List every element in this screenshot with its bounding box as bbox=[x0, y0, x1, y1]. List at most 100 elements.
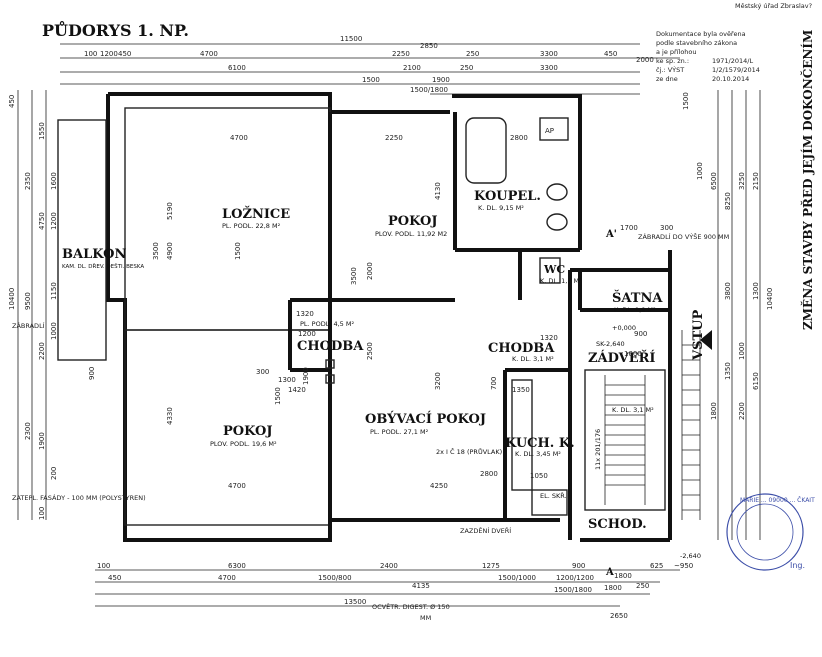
inner-dim-10: 4700 bbox=[228, 482, 246, 490]
dim-left-14: 200 bbox=[50, 467, 58, 480]
side-note: ZMĚNA STAVBY PŘED JEJÍM DOKONČENÍM bbox=[799, 30, 815, 330]
inner-dim-28: 700 bbox=[490, 377, 498, 390]
inner-dim-20: 1320 bbox=[540, 334, 558, 342]
dim-bottom-r3-1: 1500/1800 bbox=[554, 586, 592, 594]
walls bbox=[106, 92, 672, 542]
inner-dim-24: 1000 bbox=[624, 350, 642, 358]
room-pokoj-2-area: PLOV. PODL. 19,6 M² bbox=[210, 440, 277, 448]
room-pokoj-2: POKOJ bbox=[223, 424, 273, 439]
dim-top-r3-2: 2100 bbox=[403, 64, 421, 72]
dim-bottom-6: 1800 bbox=[614, 572, 632, 580]
stamp-line-6: ze dne bbox=[656, 75, 678, 83]
inner-dim-21: 1500 bbox=[234, 242, 242, 260]
inner-dim-11: 1700 bbox=[620, 224, 638, 232]
stamp-line-4: ke sp. zn.: bbox=[656, 57, 689, 65]
dim-right-4: 8250 bbox=[724, 192, 732, 210]
inner-dim-7: 3200 bbox=[434, 372, 442, 390]
inner-dim-6: 2500 bbox=[366, 342, 374, 360]
dim-bottom-r3-2: 1800 bbox=[604, 584, 622, 592]
dim-top-overall: 11500 bbox=[340, 35, 362, 43]
beam-note: 2x I Č 18 (PRŮVLAK) bbox=[436, 447, 502, 456]
dim-left-7: 10400 bbox=[8, 288, 16, 310]
dim-right-5: 6500 bbox=[710, 172, 718, 190]
stair-label: 11x 201/176 bbox=[594, 429, 602, 470]
room-satna-area: K. DL. 1,9 M² bbox=[614, 306, 656, 314]
facade-note: ZATEPL. FASÁDY - 100 MM (POLYSTYREN) bbox=[12, 493, 146, 502]
room-balkon-area: KAM. DL. DŘEV. DEŠTI. BESKA bbox=[62, 262, 144, 270]
dim-right-8: 1350 bbox=[724, 362, 732, 380]
section-mark-top: A' bbox=[605, 229, 617, 240]
level-a: +0,000 bbox=[612, 324, 636, 332]
stamp-line-2: podle stavebního zákona bbox=[656, 39, 737, 47]
room-zadveri: ZÁDVEŘÍ bbox=[588, 350, 656, 366]
dim-left-4: 4750 bbox=[38, 212, 46, 230]
room-vstup: VSTUP bbox=[691, 310, 706, 361]
inner-dim-3: 2800 bbox=[510, 134, 528, 142]
dim-top-r5-1: 1500/1800 bbox=[410, 86, 448, 94]
dim-left-12: 1900 bbox=[38, 432, 46, 450]
vent-square-1 bbox=[325, 359, 335, 369]
dim-bottom-7: 625 bbox=[650, 562, 663, 570]
ap-label: AP bbox=[545, 127, 554, 135]
level-b: SK-2,640 bbox=[596, 340, 625, 348]
stamp-ref-1: 1971/2014/L bbox=[712, 57, 753, 65]
stamp-signature: Ing. bbox=[790, 561, 805, 570]
railing-note: ZÁBRADLÍ DO VÝŠE 900 MM bbox=[638, 232, 729, 241]
inner-dim-26: 1050 bbox=[530, 472, 548, 480]
right-dimension-lines bbox=[717, 90, 761, 540]
room-wc-area: K. DL. 1,1 M² bbox=[540, 277, 582, 285]
inner-dim-15: 1900 bbox=[302, 367, 310, 385]
dim-left-2: 1550 bbox=[38, 122, 46, 140]
dim-bottom-r2-4: 4135 bbox=[412, 582, 430, 590]
stamp-line-3: a je přílohou bbox=[656, 48, 697, 56]
dim-top-2: 4700 bbox=[200, 50, 218, 58]
dim-bottom-r2-5: 1500/1000 bbox=[498, 574, 536, 582]
room-pokoj-1: POKOJ bbox=[388, 214, 438, 229]
dim-top-3: 2250 bbox=[392, 50, 410, 58]
left-dimension-lines bbox=[17, 90, 47, 520]
inner-dim-17: 1300 bbox=[278, 376, 296, 384]
dim-top-r3-4: 3300 bbox=[540, 64, 558, 72]
dim-bottom-overall: 13500 bbox=[344, 598, 366, 606]
dim-right-3: 2150 bbox=[752, 172, 760, 190]
room-chodba-2-area: K. DL. 3,1 M² bbox=[512, 355, 554, 363]
inner-dim-18: 2800 bbox=[480, 470, 498, 478]
inner-dim-23: 900 bbox=[634, 330, 647, 338]
dim-right-14: 3800 bbox=[724, 282, 732, 300]
inner-dim-13: 1320 bbox=[296, 310, 314, 318]
plan-title: PŮDORYS 1. NP. bbox=[42, 19, 189, 40]
dim-right-7: 10400 bbox=[766, 288, 774, 310]
stamp-date: 20.10.2014 bbox=[712, 75, 749, 83]
dim-bottom-r2-2: 4700 bbox=[218, 574, 236, 582]
dim-left-15: 5190 bbox=[166, 202, 174, 220]
dim-right-11: 2200 bbox=[738, 402, 746, 420]
room-chodba-1-area: PL. PODL. 4,5 M² bbox=[300, 320, 354, 328]
dim-left-3: 2350 bbox=[24, 172, 32, 190]
dim-bottom-1: 100 bbox=[97, 562, 110, 570]
railing-left-note: ZÁBRADLÍ bbox=[12, 321, 45, 330]
bottom-dimension-lines bbox=[95, 569, 680, 607]
dim-top-r2-2: 450 bbox=[118, 50, 131, 58]
stamp-line-1: Dokumentace byla ověřena bbox=[656, 30, 746, 38]
inner-dim-22: 3500 bbox=[350, 267, 358, 285]
dim-right-12: 6150 bbox=[752, 372, 760, 390]
dim-right-2: 3250 bbox=[738, 172, 746, 190]
room-satna: ŠATNA bbox=[612, 289, 663, 306]
dim-bottom-r2-1: 450 bbox=[108, 574, 121, 582]
room-chodba-1: CHODBA bbox=[297, 339, 364, 354]
masonry-note: ZAZDĚNÍ DVEŘÍ bbox=[460, 526, 511, 535]
kitchen-counter bbox=[511, 379, 568, 516]
room-loznice-area: PL. PODL. 22,8 M² bbox=[222, 222, 281, 230]
entrance-arrow-icon bbox=[700, 330, 712, 350]
inner-dim-16: 1420 bbox=[288, 386, 306, 394]
dim-right-9: 1800 bbox=[710, 402, 718, 420]
dim-bottom-4: 1275 bbox=[482, 562, 500, 570]
room-chodba-2: CHODBA bbox=[488, 341, 555, 356]
level-c: -2,640 bbox=[680, 552, 701, 560]
dim-left-1: 450 bbox=[8, 95, 16, 108]
dim-left-17: 4900 bbox=[166, 242, 174, 260]
dim-bottom-right: 2650 bbox=[610, 612, 628, 620]
dim-left-16: 3500 bbox=[152, 242, 160, 260]
dim-top-6: 450 bbox=[604, 50, 617, 58]
